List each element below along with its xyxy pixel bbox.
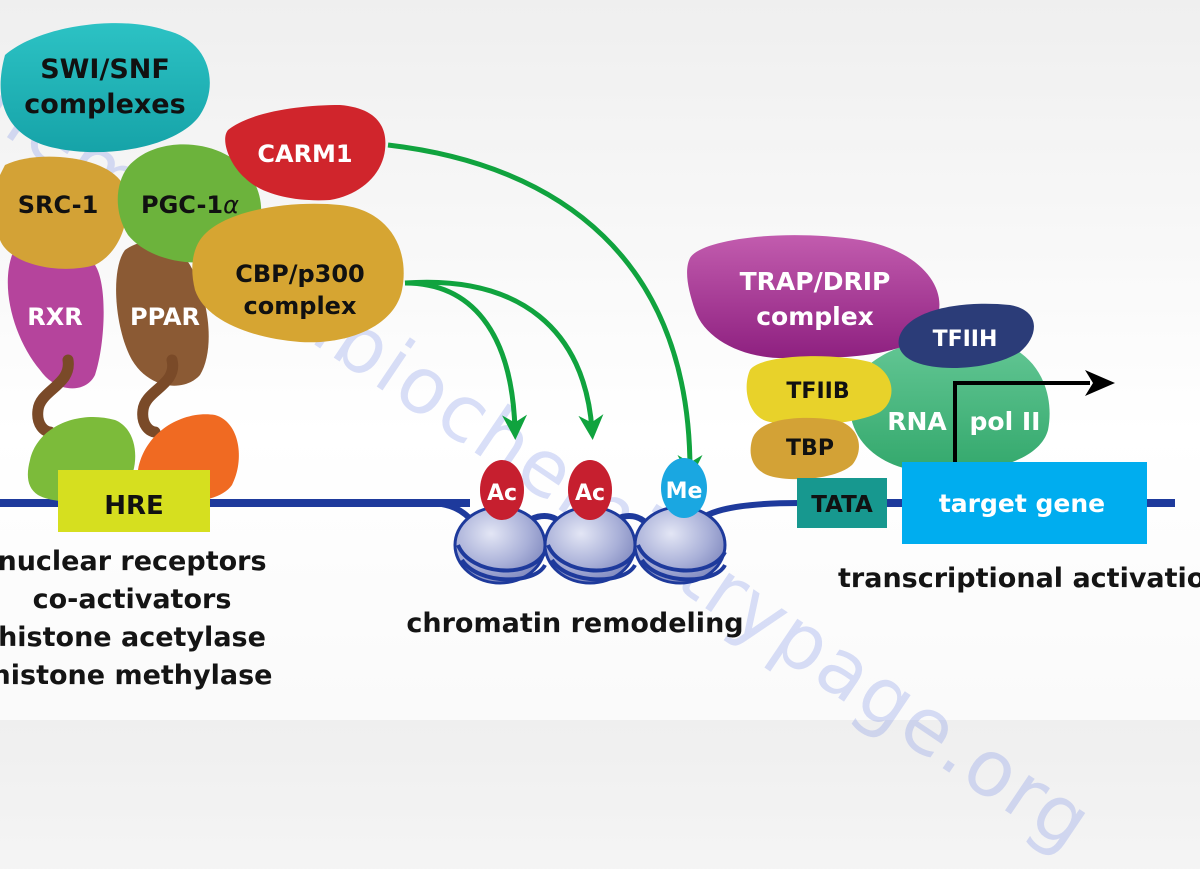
rxr-protein (7, 246, 104, 389)
acetyl-mark-2: Ac (568, 460, 612, 520)
rna-pol-ii (849, 337, 1050, 473)
nucleosome-3 (633, 505, 727, 585)
acetyl-mark-1: Ac (480, 460, 524, 520)
pgc1a-label: PGC-1α (141, 191, 239, 219)
tfiib-protein (746, 356, 892, 425)
hre-element (58, 470, 210, 532)
transcription-start-arrow (953, 381, 1090, 462)
carm1-protein (225, 105, 386, 201)
tbp-protein (750, 417, 859, 480)
caption-right: transcriptional activation (838, 563, 1200, 594)
tbp-label: TBP (786, 436, 834, 461)
caption-left-4: histone methylase (0, 660, 272, 691)
ppar-hinge (137, 354, 179, 438)
rna-pol-ii-label-a: RNA (887, 407, 947, 436)
swi-snf-label-2: complexes (24, 89, 185, 120)
dna-linker (429, 500, 801, 532)
swi-snf-label-1: SWI/SNF (40, 54, 170, 85)
transcription-arrowhead-icon (1085, 370, 1115, 396)
tata-label: TATA (811, 492, 873, 518)
src1-protein (0, 156, 127, 269)
hre-label: HRE (104, 491, 164, 521)
methyl-mark-label: Me (666, 479, 703, 504)
carm1-label: CARM1 (257, 140, 352, 168)
tfiib-label: TFIIB (786, 379, 849, 404)
acetyl-mark-label: Ac (575, 481, 605, 506)
rxr-hinge (32, 354, 74, 438)
target-gene-label: target gene (939, 489, 1105, 518)
methyl-mark: Me (661, 458, 707, 518)
pathway-diagram: SWI/SNF complexes RXR PPAR SRC-1 PGC-1α … (0, 23, 1200, 691)
trap-drip-label-2: complex (756, 302, 874, 331)
caption-middle: chromatin remodeling (406, 608, 743, 639)
trap-drip-complex (687, 235, 940, 359)
caption-left-2: co-activators (33, 584, 232, 615)
cbp-p300-label-1: CBP/p300 (235, 260, 365, 288)
trap-drip-label-1: TRAP/DRIP (740, 267, 891, 296)
caption-left-1: nuclear receptors (0, 546, 267, 577)
acetyl-mark-label: Ac (487, 481, 517, 506)
tata-box (797, 478, 887, 528)
swi-snf-complex (0, 23, 210, 153)
cbp-p300-label-2: complex (244, 292, 357, 320)
arrow-cbp-to-ac1 (404, 280, 528, 440)
arrow-cbp-to-ac2 (404, 279, 604, 440)
ppar-protein (116, 241, 209, 386)
ppar-label: PPAR (130, 303, 200, 331)
arrow-carm1-to-me (387, 142, 703, 480)
target-gene-box (902, 462, 1147, 544)
caption-left-3: histone acetylase (0, 622, 266, 653)
cbp-p300-complex (192, 203, 404, 343)
rxr-label: RXR (27, 303, 82, 331)
src1-label: SRC-1 (18, 191, 99, 219)
tfiih-label: TFIIH (933, 327, 998, 352)
rna-pol-ii-label-b: pol II (970, 407, 1041, 436)
tfiih-protein (898, 303, 1034, 368)
